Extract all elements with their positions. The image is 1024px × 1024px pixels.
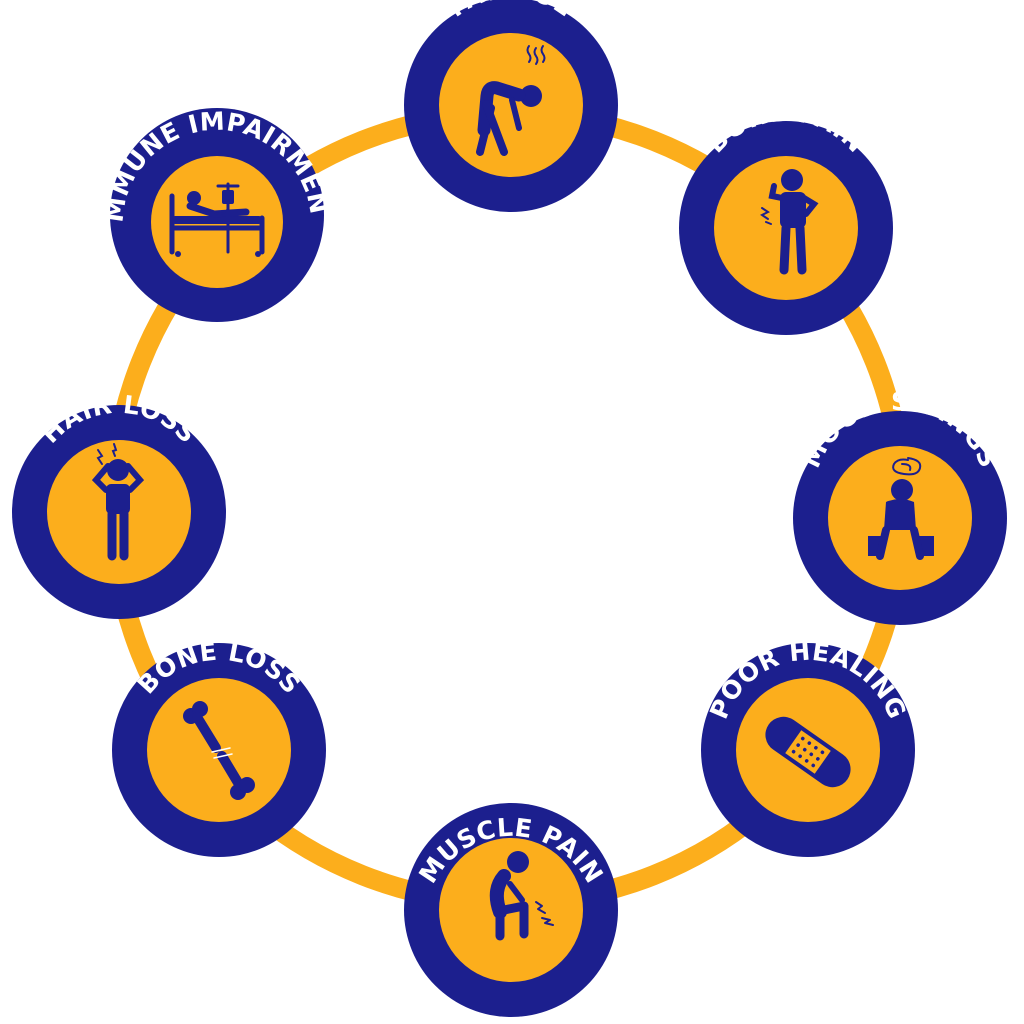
mood-swings-icon (868, 457, 934, 560)
node-mood-swings: MOOD SWINGS (793, 387, 1007, 625)
node-bone-loss: BONE LOSS (112, 637, 326, 857)
node-fatigue: FATIGUE (404, 0, 618, 212)
muscle-pain-icon (489, 851, 554, 941)
node-poor-healing: POOR HEALING (701, 636, 915, 857)
hospital-bed-icon (169, 182, 265, 257)
bone-pain-icon (760, 169, 819, 275)
fatigue-icon (476, 45, 546, 156)
bandage-icon (765, 716, 851, 788)
hair-loss-icon (91, 443, 145, 561)
node-hair-loss: HAIR LOSS (12, 390, 226, 619)
node-immune-impairment: IMMUNE IMPAIRMENT (0, 0, 333, 322)
node-muscle-pain: MUSCLE PAIN (404, 803, 618, 1017)
broken-bone-icon (183, 701, 255, 800)
node-bone-pain: BONE PAIN (679, 98, 893, 335)
